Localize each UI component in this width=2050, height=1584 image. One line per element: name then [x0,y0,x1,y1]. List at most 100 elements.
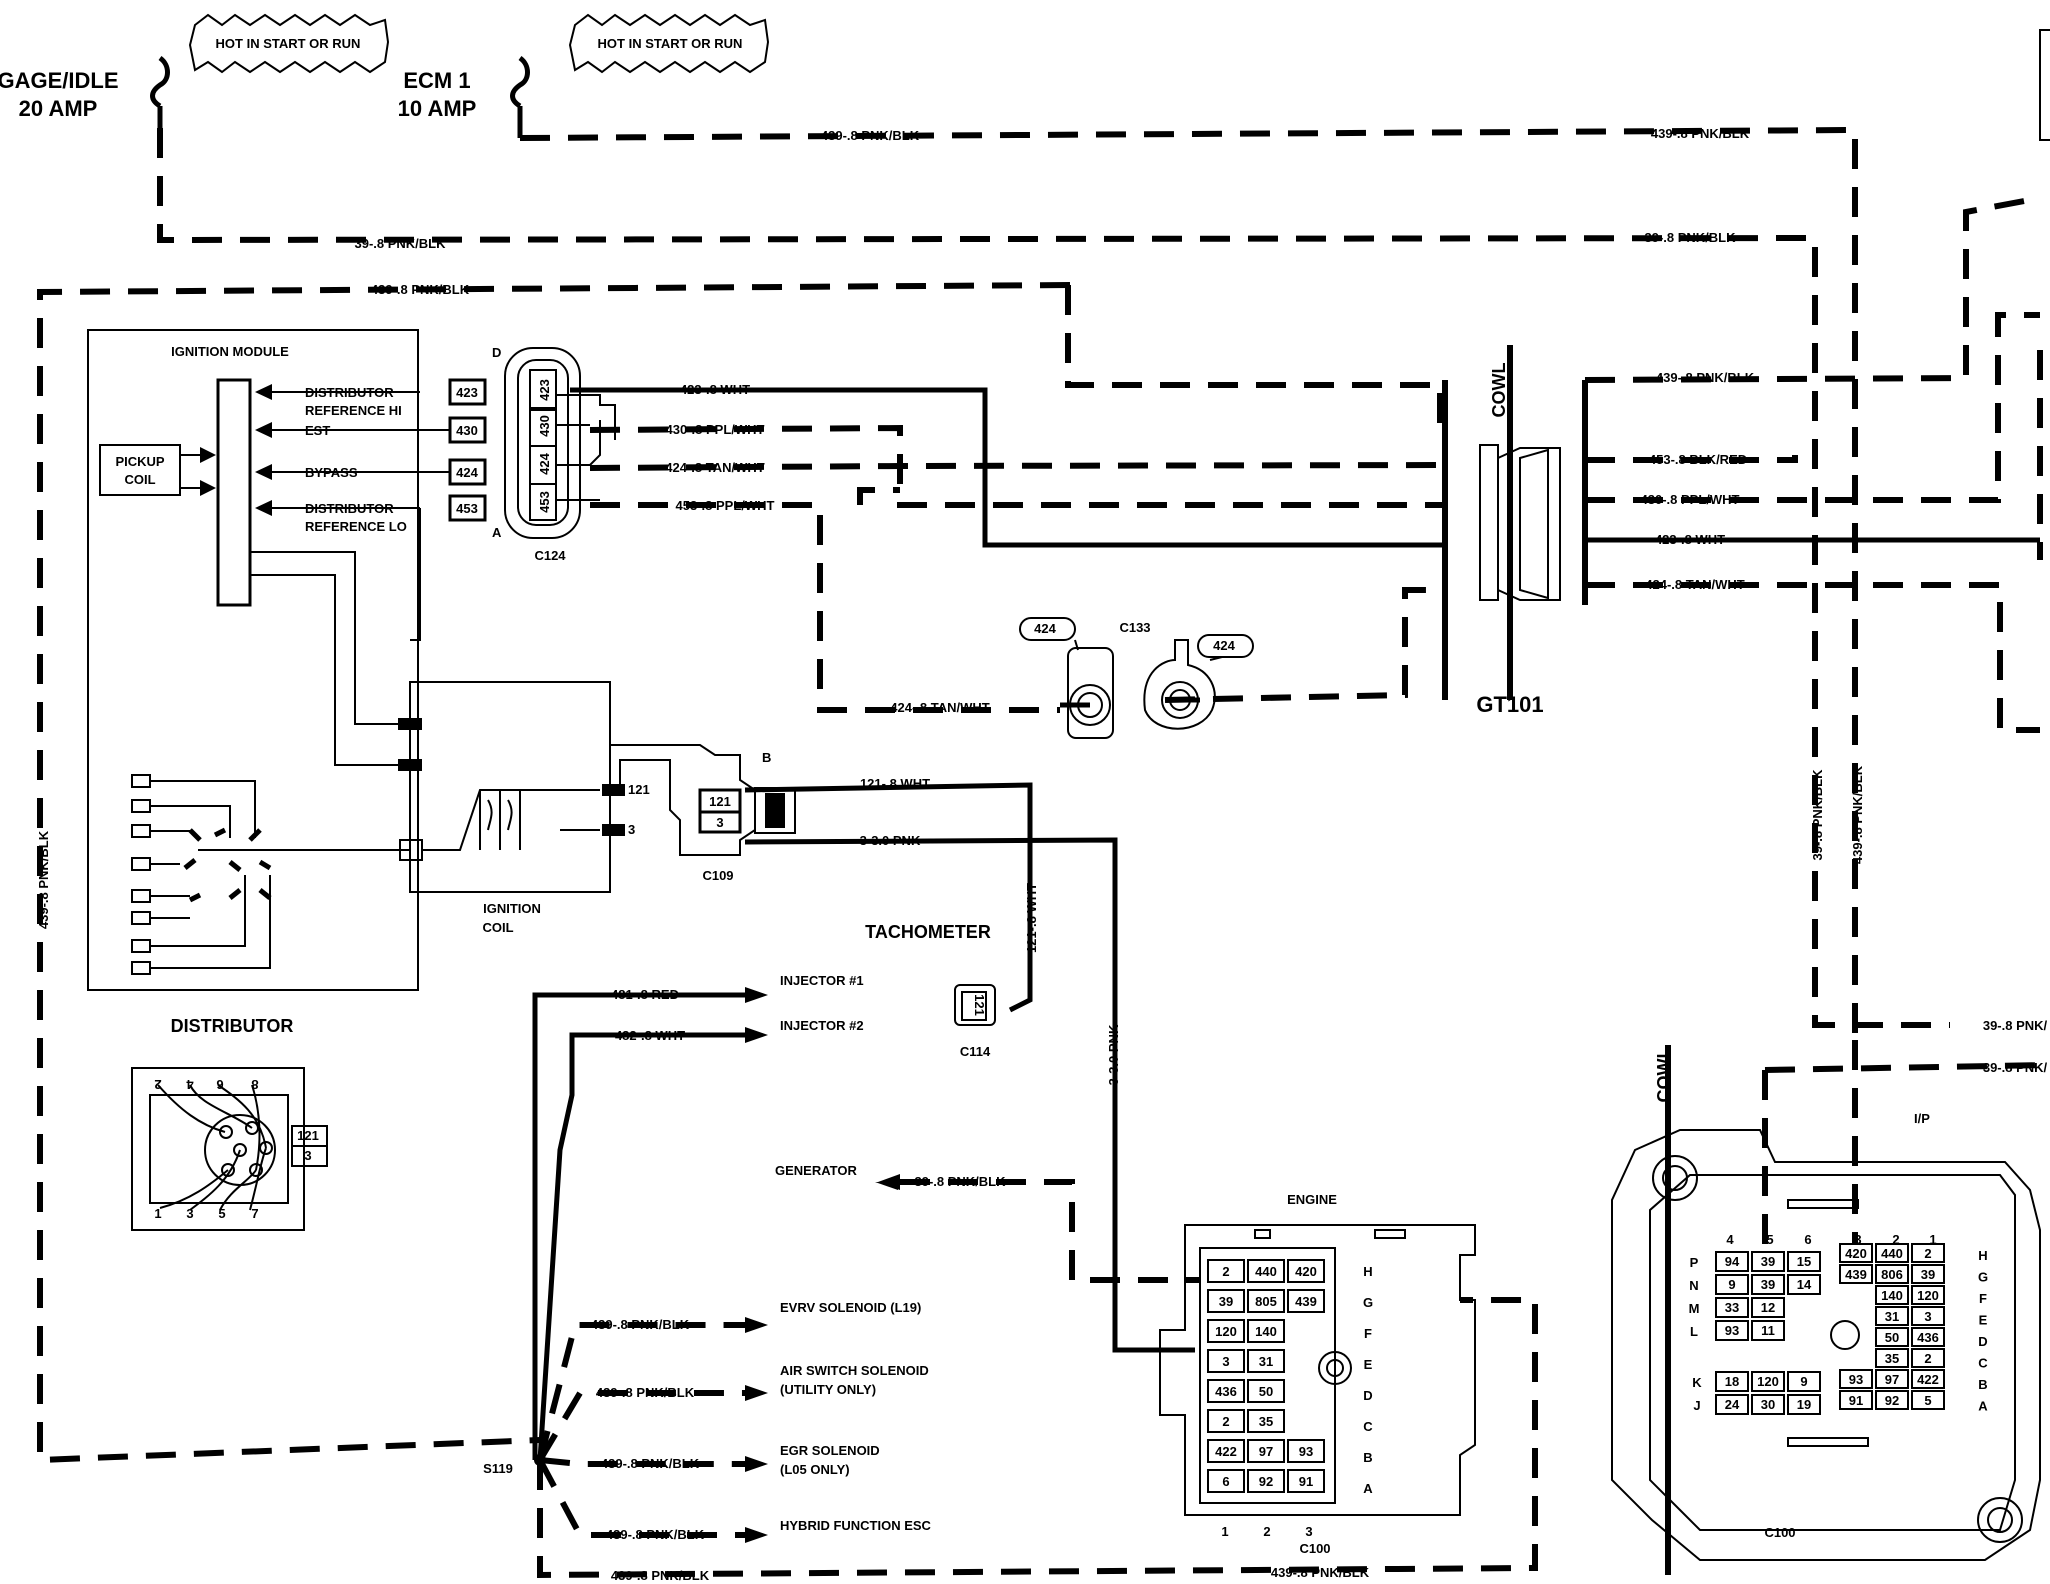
engine-c100-cell [1207,1409,1245,1433]
label-r430: 430-.8 PPL/WHT [1641,492,1740,507]
engine-c100-cell [1207,1469,1245,1493]
right-453 [1585,455,1798,463]
engine-c100-cell-label: 6 [1222,1474,1229,1489]
ip-c100-label: C100 [1764,1525,1795,1540]
c124-label: C124 [534,548,566,563]
ip-c100-cell [1751,1320,1785,1341]
ip-c100-cell [1911,1285,1945,1305]
ip-c100-cell-label: 2 [1924,1246,1931,1261]
pickup-coil-label-2: COIL [124,472,155,487]
dist-pin-121: 121 [297,1128,319,1143]
ip-c100-cell-label: 92 [1885,1393,1899,1408]
engine-c100-cell [1247,1259,1285,1283]
engine-c100-shell [1159,1224,1476,1516]
label-w439-bottom2: 439-.8 PNK/BLK [1271,1565,1370,1580]
ip-c100-cell-label: 24 [1725,1397,1740,1412]
egr-label-1: EGR SOLENOID [780,1443,880,1458]
wire-482 [537,1032,760,1461]
label-w121-vert: 121-.8 WHT [1024,883,1039,953]
label-w481: 481-.8 RED [611,987,679,1002]
engine-c100-cell [1247,1409,1285,1433]
label-r439-vert: 439-.8 PNK/BLK [1850,765,1865,864]
pin-d-label: D [492,345,501,360]
label-est: EST [305,423,330,438]
label-r424: 424-.8 TAN/WHT [1645,577,1744,592]
ip-c100-left-letter: K [1692,1375,1702,1390]
ip-c100-cell [1787,1371,1821,1392]
cowl-gt101: COWL GT101 [1442,345,1588,717]
ip-c100-cell-label: 120 [1757,1374,1779,1389]
gt101-label: GT101 [1476,692,1543,717]
wire-121-wht [744,782,1033,1013]
injector1-label: INJECTOR #1 [780,973,864,988]
engine-c100-cell-label: 420 [1295,1264,1317,1279]
ip-c100-cell [1751,1251,1785,1272]
label-w439-bottom1: 439-.8 PNK/BLK [611,1568,710,1583]
ip-c100-cell [1911,1369,1945,1389]
engine-c100-cell-label: 440 [1255,1264,1277,1279]
hot-label-1-text: HOT IN START OR RUN [216,36,361,51]
engine-c100-cell [1207,1319,1245,1343]
label-w39-top-right: 39-.8 PNK/BLK [1644,230,1736,245]
ip-c100-col-number: 3 [1854,1232,1861,1247]
ip-c100-cell-label: 11 [1761,1323,1775,1338]
ip-c100-cell-label: 39 [1761,1277,1775,1292]
wire-439-top-run [519,126,1858,1040]
engine-c100-number: 2 [1263,1524,1270,1539]
engine-c100-cell [1247,1349,1285,1373]
engine-c100-number: 1 [1221,1524,1228,1539]
label-w423: 423-.8 WHT [680,382,750,397]
cap-num-3: 3 [186,1206,193,1221]
engine-c100-cell [1207,1289,1245,1313]
ip-c100-cell-label: 439 [1845,1267,1867,1282]
label-w430: 430-.8 PPL/WHT [666,422,765,437]
ip-c100-col-number: 6 [1804,1232,1811,1247]
fuse-gage-idle: GAGE/IDLE 20 AMP [0,55,170,128]
engine-c100-cell [1247,1289,1285,1313]
ip-c100-shell-inner [1649,1174,2016,1531]
ip-c100-cell [1787,1251,1821,1272]
engine-c100-cell-label: 439 [1295,1294,1317,1309]
module-inputs: DISTRIBUTOR REFERENCE HI EST BYPASS DIST… [255,384,450,534]
ip-c100-cell-label: 31 [1885,1309,1899,1324]
ip-c100-cell-label: 436 [1917,1330,1939,1345]
label-dist-ref-lo-2: REFERENCE LO [305,519,407,534]
c124-pin-453: 453 [537,491,552,513]
wire-39-top-run [157,128,1950,1028]
air-switch-label-2: (UTILITY ONLY) [780,1382,876,1397]
ip-c100-cell [1715,1371,1749,1392]
hot-label-1: HOT IN START OR RUN [188,13,390,74]
c124-pin-430: 430 [537,415,552,437]
engine-c100-cell [1207,1439,1245,1463]
ip-c100-col-number: 4 [1726,1232,1734,1247]
ip-c100-cell-label: 440 [1881,1246,1903,1261]
ip-c100-cell [1911,1348,1945,1368]
fuse-gage-idle-amp: 20 AMP [19,96,98,121]
c133-label: C133 [1119,620,1150,635]
engine-c100-cell [1287,1259,1325,1283]
ip-c100-cell-label: 806 [1881,1267,1903,1282]
label-w439-left-top: 439-.8 PNK/BLK [371,282,470,297]
module-pins: D 423 430 424 453 A [448,345,502,540]
cap-num-8: 8 [251,1077,258,1092]
label-r39-b2: 39-.8 PNK/ [1983,1060,2048,1075]
cowl-top-label: COWL [1489,363,1509,418]
label-w39-top: 39-.8 PNK/BLK [354,236,446,251]
ip-c100-cell [1875,1243,1909,1263]
ip-c100-cell-label: 18 [1725,1374,1739,1389]
label-r39-b1: 39-.8 PNK/ [1983,1018,2048,1033]
c114-label: C114 [960,1044,991,1059]
ip-c100-right-letter: B [1978,1377,1987,1392]
engine-c100-letter: G [1363,1295,1373,1310]
cap-num-4: 4 [186,1077,194,1092]
c109-pin-3: 3 [716,815,723,830]
label-w3-vert: 3-3.0 PNK [1106,1024,1121,1085]
distributor-contacts: DISTRIBUTOR [131,774,400,1036]
coil-pin-121: 121 [628,782,650,797]
connector-c133: 424 424 C133 [1019,617,1254,739]
ip-c100-right-letter: D [1978,1334,1987,1349]
engine-c100-cell-label: 35 [1259,1414,1273,1429]
engine-c100-cell-label: 50 [1259,1384,1273,1399]
module-pin-423: 423 [456,385,478,400]
ip-c100-cell-label: 39 [1761,1254,1775,1269]
